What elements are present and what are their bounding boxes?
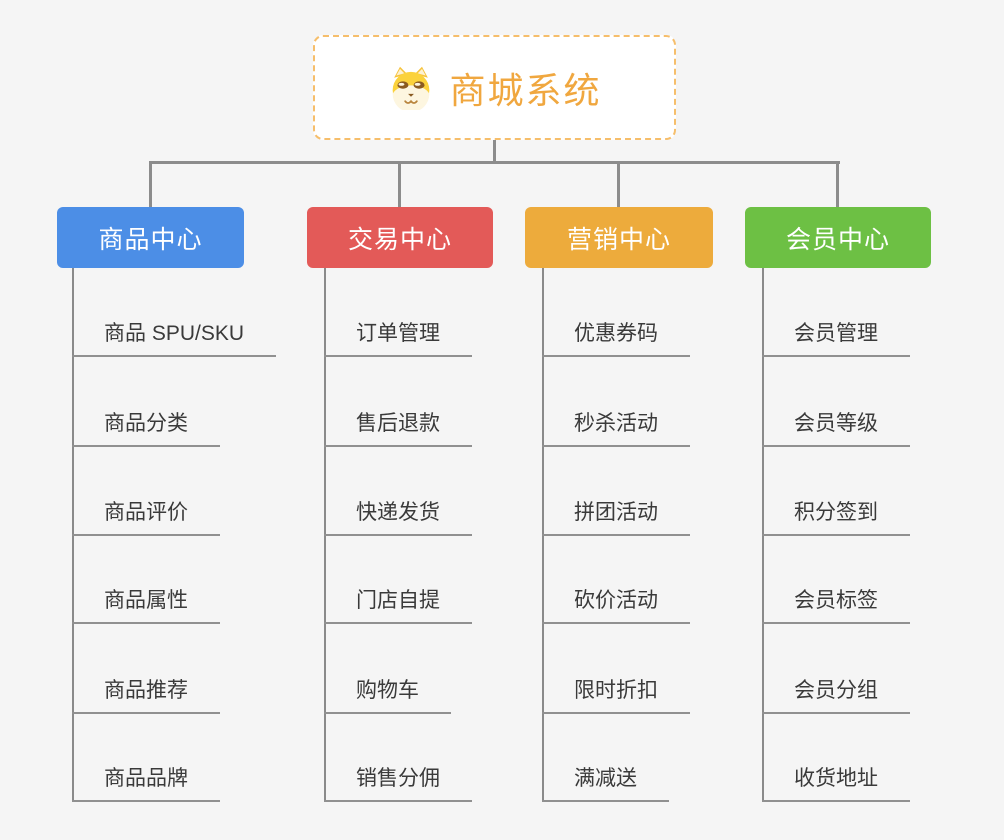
connector-drop-member — [836, 163, 839, 207]
branch-node-member-center[interactable]: 会员中心 — [745, 207, 931, 268]
leaf-node[interactable]: 快递发货 — [324, 500, 472, 536]
leaf-node[interactable]: 会员管理 — [762, 321, 910, 357]
connector-drop-trade — [398, 163, 401, 207]
leaf-node[interactable]: 优惠券码 — [542, 321, 690, 357]
leaf-node[interactable]: 满减送 — [542, 766, 669, 802]
leaf-node[interactable]: 商品 SPU/SKU — [72, 321, 277, 357]
branch-node-trade-center[interactable]: 交易中心 — [307, 207, 493, 268]
connector-drop-product — [149, 163, 152, 207]
root-title: 商城系统 — [449, 69, 602, 111]
connector-drop-marketing — [617, 163, 620, 207]
leaf-node[interactable]: 限时折扣 — [542, 678, 690, 714]
connector-bus — [149, 161, 840, 164]
leaf-node[interactable]: 购物车 — [324, 678, 451, 714]
leaf-node[interactable]: 拼团活动 — [542, 500, 690, 536]
doge-icon — [393, 66, 430, 110]
leaf-node[interactable]: 商品分类 — [72, 411, 220, 447]
leaf-node[interactable]: 会员标签 — [762, 588, 910, 624]
leaf-node[interactable]: 门店自提 — [324, 588, 472, 624]
leaf-node[interactable]: 积分签到 — [762, 500, 910, 536]
branch-node-marketing-center[interactable]: 营销中心 — [525, 207, 713, 268]
connector-root-drop — [493, 140, 496, 162]
leaf-node[interactable]: 销售分佣 — [324, 766, 472, 802]
leaf-node[interactable]: 商品评价 — [72, 500, 220, 536]
leaf-node[interactable]: 会员分组 — [762, 678, 910, 714]
leaf-node[interactable]: 会员等级 — [762, 411, 910, 447]
leaf-node[interactable]: 砍价活动 — [542, 588, 690, 624]
leaf-node[interactable]: 订单管理 — [324, 321, 472, 357]
leaf-node[interactable]: 商品品牌 — [72, 766, 220, 802]
branch-node-product-center[interactable]: 商品中心 — [57, 207, 244, 268]
leaf-node[interactable]: 商品属性 — [72, 588, 220, 624]
leaf-node[interactable]: 商品推荐 — [72, 678, 220, 714]
leaf-node[interactable]: 售后退款 — [324, 411, 472, 447]
leaf-node[interactable]: 秒杀活动 — [542, 411, 690, 447]
leaf-node[interactable]: 收货地址 — [762, 766, 910, 802]
root-node-mall-system[interactable]: 商城系统 — [313, 35, 676, 140]
